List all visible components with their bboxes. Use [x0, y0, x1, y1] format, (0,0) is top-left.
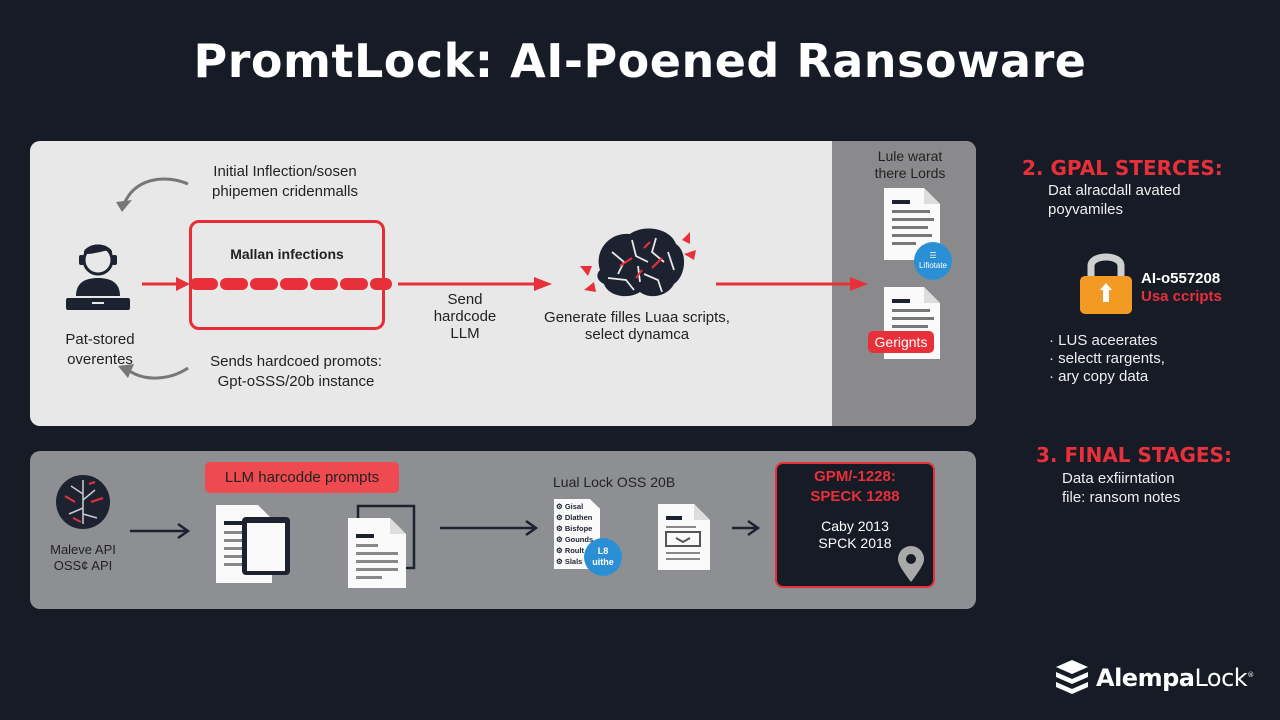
initial-infection-text: Initial Inflection/sosen phipemen criden…: [195, 162, 375, 202]
script-item: ⚙ Dlathen: [556, 513, 593, 522]
location-pin-icon: [898, 546, 924, 582]
text-line: Initial Inflection/sosen: [213, 163, 357, 180]
script-name: Gisal: [564, 502, 584, 511]
lock-label-scripts: Usa ccripts: [1141, 288, 1222, 305]
sends-prompts-text: Sends hardcoed promots: Gpt-oSSS/20b ins…: [196, 352, 396, 392]
malware-infection-box: [189, 220, 385, 330]
text-line: phipemen cridenmalls: [212, 183, 358, 200]
page-title: PromtLock: AI-Poened Ransoware: [193, 34, 1087, 88]
brand-name: AlempaLock®: [1096, 664, 1254, 692]
file-status-badge: ☰ Lifiotate: [914, 242, 952, 280]
text-line: there Lords: [874, 165, 946, 181]
script-name: Bisfope: [564, 524, 593, 533]
text-line: L8: [597, 546, 609, 556]
text-line: Send: [447, 291, 483, 308]
script-item: ⚙ Slals: [556, 557, 583, 566]
script-name: Roult: [564, 546, 584, 555]
output-panel-title: Lule warat there Lords: [848, 148, 972, 182]
bullet-text: LUS aceerates: [1058, 332, 1158, 349]
lock-label-model: AI-o557208: [1141, 270, 1221, 287]
registered-mark: ®: [1247, 671, 1254, 679]
text-line: poyvamiles: [1048, 201, 1124, 218]
malware-box-label: Mallan infections: [230, 246, 344, 262]
dashed-flow-line: [190, 278, 392, 290]
script-item: ⚙ Roult: [556, 546, 584, 555]
arrow-right-icon: [732, 519, 761, 537]
stage-3-description: Data exfiirntation file: ransom notes: [1062, 469, 1180, 507]
text-line: Pat-stored: [65, 331, 135, 348]
script-item: ⚙ Bisfope: [556, 524, 593, 533]
script-item: ⚙ Gounds: [556, 535, 594, 544]
text-line: uithe: [592, 557, 614, 567]
brand-name-bold: Alempa: [1096, 664, 1195, 692]
arrow-right-icon: [130, 522, 191, 540]
text-line: hardcode: [433, 308, 497, 325]
text-line: Maleve API: [50, 542, 116, 557]
final-box-title: GPM/-1228: SPECK 1288: [777, 467, 933, 507]
document-monitor-icon: [658, 504, 710, 570]
bullet-text: ary copy data: [1058, 368, 1149, 385]
stage-2-heading: 2. GPAL STERCES:: [1022, 156, 1223, 180]
arrow-right-icon: [440, 519, 539, 537]
text-line: Generate filles Luaa scripts,: [544, 309, 730, 326]
curved-arrow-icon: [118, 364, 189, 380]
actor-label: Pat-stored overentes: [50, 330, 150, 370]
bullet-text: selectt rargents,: [1058, 350, 1165, 367]
llm-prompts-badge: LLM harcodde prompts: [205, 462, 399, 493]
text-line: file: ransom notes: [1062, 489, 1181, 506]
generate-scripts-text: Generate filles Luaa scripts, select dyn…: [532, 309, 742, 343]
bullet-item: · ary copy data: [1049, 368, 1149, 385]
api-label: Maleve API OSS¢ API: [38, 542, 128, 574]
script-name: Slals: [564, 557, 583, 566]
arrow-right-icon: [398, 277, 552, 291]
brand-name-light: Lock: [1194, 664, 1248, 692]
ai-brain-icon: [580, 228, 696, 297]
text-line: select dynamca: [584, 326, 690, 343]
document-stack-icon: [348, 504, 416, 588]
text-line: OSS¢ API: [53, 558, 113, 573]
bullet-item: · LUS aceerates: [1049, 332, 1158, 349]
arrow-right-icon: [716, 277, 868, 291]
arrow-right-icon: [142, 277, 190, 291]
text-line: LLM: [450, 325, 480, 342]
text-line: GPM/-1228:: [814, 468, 896, 485]
padlock-icon: [1080, 253, 1132, 314]
text-line: Dat alracdall avated: [1048, 182, 1181, 199]
lua-script-list: ⚙ Gisal ⚙ Dlathen ⚙ Bisfope ⚙ Gounds ⚙ R…: [554, 499, 600, 569]
script-item: ⚙ Gisal: [556, 502, 584, 511]
document-tablet-icon: [216, 505, 290, 583]
user-headset-icon: [66, 244, 130, 310]
curved-arrow-icon: [116, 177, 189, 212]
bullet-item: · selectt rargents,: [1049, 350, 1165, 367]
stage-2-bullets: · LUS aceerates · selectt rargents, · ar…: [1049, 332, 1165, 386]
send-llm-label: Send hardcode LLM: [420, 291, 510, 342]
text-line: ☰: [929, 251, 937, 260]
brand-logo-icon: [1056, 660, 1088, 694]
text-line: SPECK 1288: [810, 488, 900, 505]
ai-brain-icon: [56, 475, 110, 529]
generated-files-badge: Gerignts: [868, 331, 934, 353]
text-line: Data exfiirntation: [1062, 470, 1175, 487]
lua-badge: L8 uithe: [584, 538, 622, 576]
final-box-text: Caby 2013 SPCK 2018: [777, 518, 933, 552]
text-line: Gpt-oSSS/20b instance: [217, 373, 375, 390]
stage-3-heading: 3. FINAL STAGES:: [1036, 443, 1232, 467]
text-line: Lifiotate: [918, 261, 948, 270]
script-name: Gounds: [564, 535, 594, 544]
text-line: overentes: [67, 351, 133, 368]
script-name: Dlathen: [564, 513, 593, 522]
text-line: SPCK 2018: [818, 535, 892, 551]
text-line: Sends hardcoed promots:: [210, 353, 382, 370]
stage-2-description: Dat alracdall avated poyvamiles: [1048, 181, 1181, 219]
text-line: Caby 2013: [821, 518, 889, 534]
text-line: Lule warat: [877, 148, 943, 164]
lua-lock-label: Lual Lock OSS 20B: [553, 474, 676, 490]
